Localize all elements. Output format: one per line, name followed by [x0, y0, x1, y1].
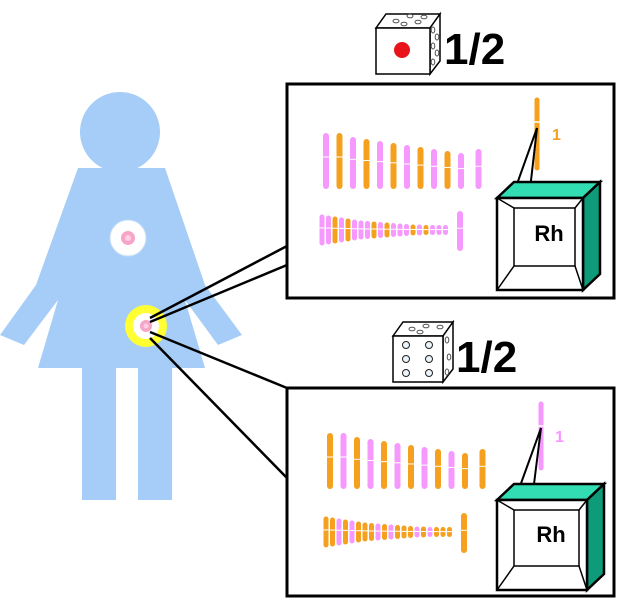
woman-figure	[0, 92, 242, 500]
top-probability: 1/2	[444, 25, 505, 74]
top-chromosome-number: 1	[552, 127, 561, 144]
bottom-rh-box: Rh	[493, 481, 608, 593]
figure-left-leg	[82, 360, 116, 500]
zoom-lines	[149, 244, 288, 479]
top-rh-label: Rh	[534, 221, 563, 246]
bottom-rh-label: Rh	[536, 522, 565, 547]
top-karyotype	[319, 133, 482, 251]
top-rh-box: Rh	[493, 179, 604, 293]
figure-head	[80, 92, 160, 172]
bottom-probability: 1/2	[456, 333, 517, 382]
figure-right-leg	[138, 360, 172, 500]
die-one-red-pip-icon	[374, 11, 442, 77]
die-six-pips-icon	[391, 319, 455, 385]
figure-dress	[0, 168, 242, 368]
bottom-karyotype	[323, 433, 486, 553]
egg-cell	[109, 219, 147, 257]
bottom-chromosome-number: 1	[555, 429, 564, 446]
